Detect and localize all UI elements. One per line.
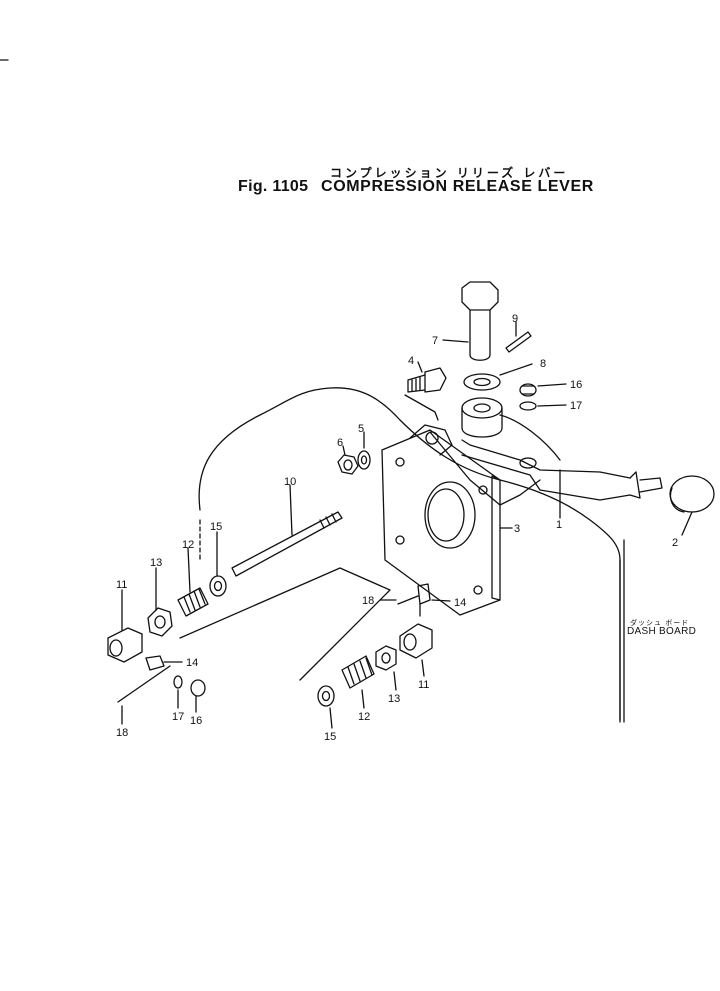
callout-11-upper: 11: [116, 579, 127, 591]
nut-13-upper: [147, 567, 173, 637]
pin-18-left: [117, 665, 171, 725]
washer-17-left: [173, 675, 183, 709]
fitting-14-center: [417, 583, 451, 617]
nut-13-lower: [375, 645, 397, 691]
callout-6: 6: [337, 437, 343, 449]
lever-hub: [461, 397, 503, 438]
callout-12-upper: 12: [182, 539, 194, 551]
dash-board-label: DASH BOARD: [627, 626, 697, 637]
lever-knob: [639, 475, 715, 536]
part14-leader-center: [431, 599, 451, 602]
joint-11-upper: [107, 589, 143, 663]
lever-arm: [461, 414, 641, 519]
callout-15-lower: 15: [324, 731, 336, 743]
cotter-pin: [505, 321, 532, 353]
part13-leader-lower: [393, 671, 397, 691]
callout-10: 10: [284, 476, 296, 488]
lower-link-line: [179, 567, 391, 681]
pin-18-center: [379, 595, 419, 605]
callout-15-upper: 15: [210, 521, 222, 533]
figure-number: Fig. 1105: [238, 178, 309, 195]
part4-leader: [417, 361, 423, 373]
part17-leader-right: [537, 404, 567, 407]
callout-11-lower: 11: [418, 679, 429, 691]
part2-leader: [681, 511, 693, 536]
part7-leader: [442, 339, 469, 343]
callout-16-left: 16: [190, 715, 202, 727]
fitting-14-left: [145, 655, 183, 671]
callout-13-lower: 13: [388, 693, 400, 705]
callout-2: 2: [672, 537, 678, 549]
callout-16-right: 16: [570, 379, 582, 391]
callout-3: 3: [514, 523, 520, 535]
japanese-title: コンプレッション リリーズ レバー: [330, 166, 569, 180]
callout-17-left: 17: [172, 711, 184, 723]
callout-8: 8: [540, 358, 546, 370]
callout-17-right: 17: [570, 400, 582, 412]
spring-12-lower: [341, 655, 375, 709]
joint-11-lower: [399, 623, 433, 677]
spring-12-upper: [177, 547, 209, 617]
callout-4: 4: [408, 355, 414, 367]
pin: [442, 281, 499, 361]
part15-leader-lower: [329, 707, 333, 729]
callout-14-left: 14: [186, 657, 198, 669]
bolt: [404, 361, 447, 421]
callout-7: 7: [432, 335, 438, 347]
callout-18-left: 18: [116, 727, 128, 739]
nut-15-lower: [317, 685, 335, 729]
part11-leader-lower: [421, 659, 425, 677]
rod: [231, 484, 343, 577]
part10-leader: [289, 484, 293, 536]
washer-5: [357, 431, 371, 470]
dash-board-japanese: ダッシュ ボード: [630, 619, 690, 627]
part12-leader-lower: [361, 689, 365, 709]
callout-labels: 1 2 3 4 5 6 7 8 9 10 11 11 12 12 13 13 1…: [116, 313, 678, 743]
part16-leader-right: [537, 383, 567, 387]
callout-18-center: 18: [362, 595, 374, 607]
callout-13-upper: 13: [150, 557, 162, 569]
callout-1: 1: [556, 519, 562, 531]
callout-14-center: 14: [454, 597, 466, 609]
nut-6: [337, 445, 359, 475]
nut-16-right: [519, 383, 567, 397]
nut-16-left: [190, 679, 206, 713]
nut-15-upper: [209, 531, 227, 597]
part12-leader-upper: [187, 547, 191, 593]
part6-leader: [342, 445, 346, 456]
callout-12-lower: 12: [358, 711, 370, 723]
callout-9: 9: [512, 313, 518, 325]
callout-5: 5: [358, 423, 364, 435]
figure-name: COMPRESSION RELEASE LEVER: [321, 178, 594, 195]
mounting-plate: [381, 424, 541, 616]
washer-17-right: [519, 401, 567, 411]
figure-title: Fig. 1105 COMPRESSION RELEASE LEVER: [238, 178, 594, 196]
part8-leader: [499, 363, 533, 376]
cable-line: [198, 387, 621, 721]
washer-8: [463, 363, 533, 391]
